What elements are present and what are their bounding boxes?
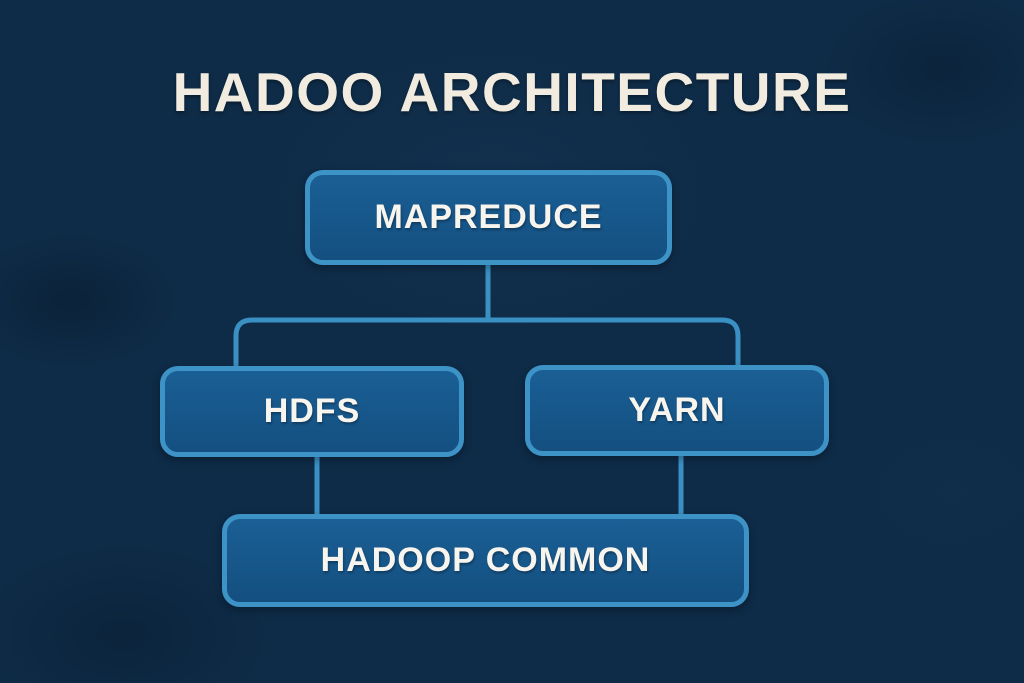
diagram-title: HADOO ARCHITECTURE [172, 61, 852, 123]
node-hadoop-common: HADOOP COMMON [222, 514, 749, 607]
node-mapreduce: MAPREDUCE [305, 170, 672, 265]
node-yarn-label: YARN [628, 391, 726, 429]
node-hdfs: HDFS [160, 366, 464, 457]
node-mapreduce-label: MAPREDUCE [374, 198, 603, 236]
node-yarn: YARN [525, 365, 829, 456]
node-hdfs-label: HDFS [263, 392, 361, 430]
connector-branch [233, 317, 741, 369]
node-hadoop-common-label: HADOOP COMMON [320, 541, 651, 579]
